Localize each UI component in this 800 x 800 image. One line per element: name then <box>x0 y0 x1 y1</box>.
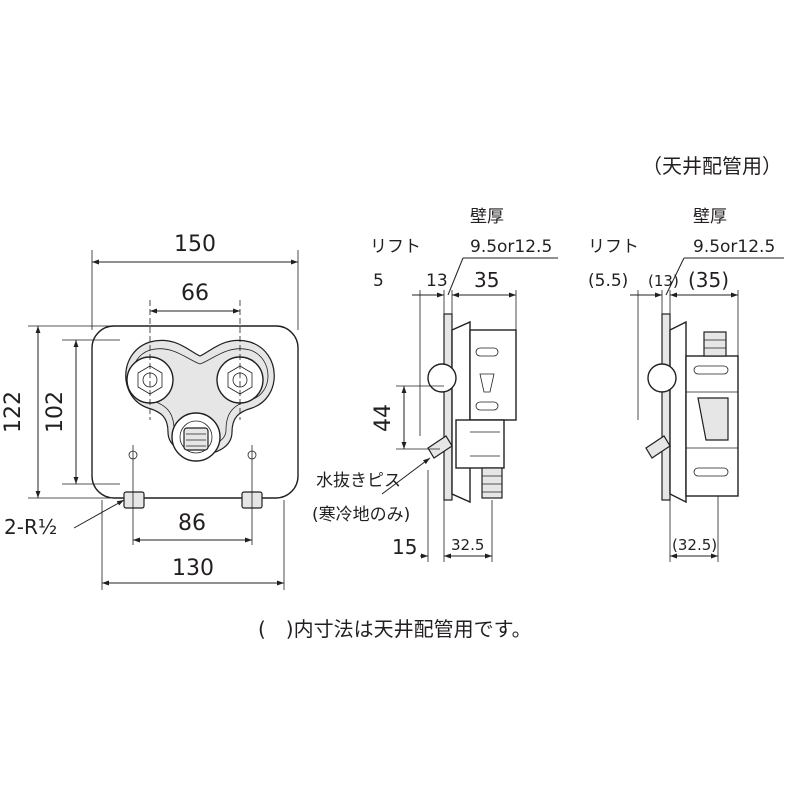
side1-dim-15: 15 <box>392 535 417 559</box>
side2-dim-32-5: (32.5) <box>672 536 717 554</box>
side1-body-box <box>469 329 517 421</box>
dim-102: 102 <box>43 391 68 433</box>
side1-lift-label: リフト <box>370 237 421 257</box>
side2-wall-value: 9.5or12.5 <box>693 237 775 257</box>
side1-dim-44: 44 <box>371 404 396 432</box>
dim-130: 130 <box>172 556 214 581</box>
side-view-ceiling-piping: 壁厚 9.5or12.5 リフト (5.5) (13) (35) (32.5) <box>588 207 784 562</box>
side1-drain-note: (寒冷地のみ) <box>312 505 410 525</box>
side1-drain-label: 水抜きピス <box>316 471 401 491</box>
dim-86: 86 <box>178 511 206 536</box>
side2-knob <box>647 363 677 393</box>
front-connector-left <box>123 491 145 509</box>
side1-dim-32-5: 32.5 <box>451 536 484 554</box>
side1-wall-label: 壁厚 <box>470 207 504 227</box>
side2-lift-label: リフト <box>588 237 639 257</box>
side2-wall-plate <box>661 313 671 501</box>
thread-label: 2-R½ <box>4 515 57 539</box>
side1-lift-value: 5 <box>373 271 384 291</box>
side1-dim-13: 13 <box>426 271 448 291</box>
side-view-wall-piping: 壁厚 9.5or12.5 リフト 5 13 35 44 水抜きピス (寒冷地のみ… <box>312 207 558 562</box>
footer-note: ( )内寸法は天井配管用です。 <box>258 617 532 641</box>
side1-wall-plate <box>443 313 453 501</box>
front-view: 150 66 122 102 86 130 2-R½ <box>1 232 299 590</box>
side2-dim-35: (35) <box>688 268 729 292</box>
dim-122: 122 <box>1 391 26 433</box>
dim-150: 150 <box>174 232 216 257</box>
dim-66: 66 <box>181 281 209 306</box>
ceiling-piping-label: （天井配管用） <box>642 154 782 178</box>
side1-dim-35: 35 <box>474 268 499 292</box>
side2-top-fitting <box>703 331 727 357</box>
side1-wall-value: 9.5or12.5 <box>470 237 552 257</box>
side2-lift-value: (5.5) <box>588 271 628 291</box>
side1-knob <box>427 363 457 393</box>
side2-wall-label: 壁厚 <box>693 207 727 227</box>
side2-dim-13: (13) <box>648 272 679 290</box>
side1-drain-screw <box>427 435 453 459</box>
